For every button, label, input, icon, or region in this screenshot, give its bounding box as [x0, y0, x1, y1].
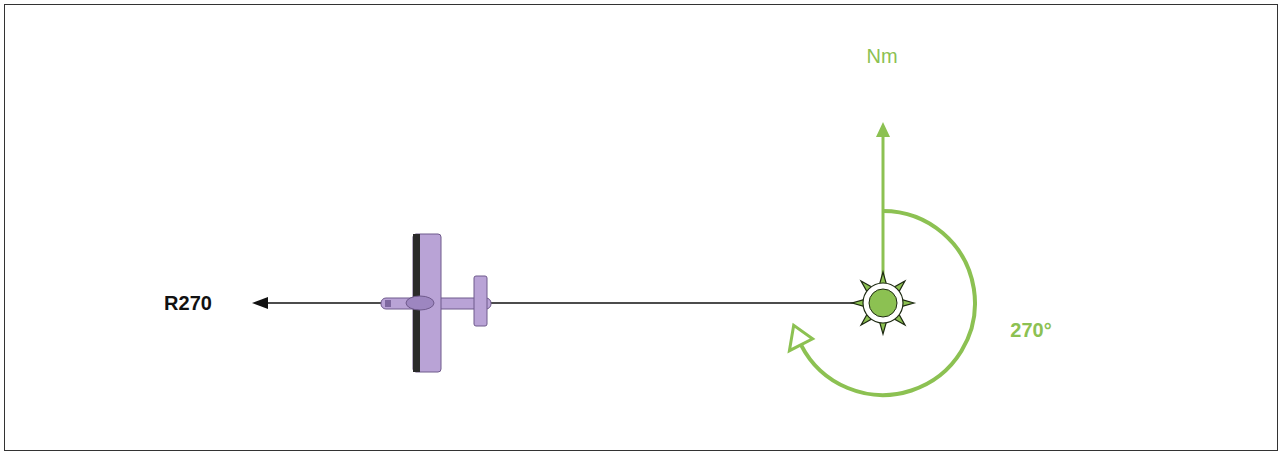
radial-label: R270: [164, 292, 212, 314]
vor-beacon: [852, 272, 914, 334]
airplane: [381, 234, 491, 372]
north-label: Nm: [866, 45, 897, 67]
arc-arrowhead: [789, 325, 812, 350]
bearing-arc: [801, 211, 975, 395]
beacon-core: [869, 289, 897, 317]
radial-line: [265, 302, 883, 304]
radial-arrowhead: [252, 297, 268, 309]
beacon-ring: [863, 283, 903, 323]
north-arrowhead: [876, 122, 890, 137]
angle-label: 270°: [1010, 319, 1051, 341]
frame: [5, 5, 1278, 451]
